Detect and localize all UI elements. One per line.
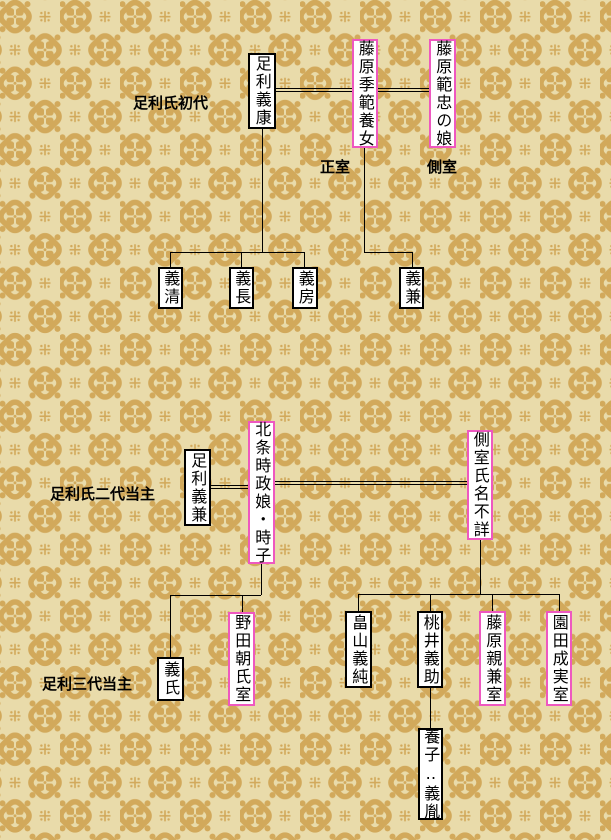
child-stub-yoshifusa	[304, 252, 305, 267]
descent-line-tokiko	[261, 564, 262, 595]
child-stub-fujiwara-chikakane	[492, 594, 493, 611]
generation-label-3: 足利三代当主	[42, 675, 133, 693]
descent-line-wife-primary	[364, 148, 365, 252]
branch-line-yoshikane	[364, 252, 412, 253]
person-box-yoshiuji: 義氏	[157, 657, 184, 701]
person-box-yoshikane-child: 義兼	[399, 267, 424, 309]
sibling-line-gen1	[170, 252, 305, 253]
child-stub-momonoi	[430, 594, 431, 611]
person-box-adopted-yoshitane: 養子‥義胤	[418, 728, 443, 821]
generation-label-1: 足利氏初代	[133, 94, 209, 112]
person-box-sonoda-narizane-wife: 園田成実室	[546, 611, 572, 706]
role-label-secondary-wife: 側室	[427, 158, 458, 176]
child-stub-yoshiuji	[170, 595, 171, 657]
person-box-yoshinaga: 義長	[229, 267, 254, 309]
child-stub-yoshikane	[412, 252, 413, 267]
sibling-line-gen3-left	[170, 595, 261, 596]
person-box-yoshifusa: 義房	[292, 267, 318, 309]
marriage-line-gen1-secondary-bottom	[378, 91, 429, 92]
person-box-hatakeyama-yoshizumi: 畠山義純	[345, 611, 372, 688]
child-stub-noda	[242, 595, 243, 612]
generation-label-2: 足利氏二代当主	[50, 485, 156, 503]
marriage-line-gen1-secondary-top	[378, 88, 429, 89]
person-box-yoshikiyo: 義清	[158, 267, 183, 309]
person-box-ashikaga-yoshiyasu: 足利義康	[248, 53, 276, 129]
child-stub-yoshikiyo	[170, 252, 171, 267]
adoption-line-yoshitane	[430, 688, 431, 728]
person-box-unnamed-consort: 側室氏名不詳	[467, 430, 493, 540]
marriage-line-gen1-primary-top	[276, 88, 352, 89]
marriage-line-gen2-primary-top	[211, 485, 248, 486]
marriage-line-gen1-primary-bottom	[276, 91, 352, 92]
role-label-primary-wife: 正室	[320, 158, 351, 176]
person-box-fujiwara-suenori-daughter: 藤原季範養女	[352, 39, 378, 148]
descent-line-unnamed-consort	[480, 540, 481, 594]
person-box-fujiwara-chikakane-wife: 藤原親兼室	[479, 611, 506, 706]
marriage-line-gen2-primary-bottom	[211, 488, 248, 489]
marriage-line-gen2-secondary-top	[275, 481, 467, 482]
person-box-noda-tomouji-wife: 野田朝氏室	[228, 612, 255, 706]
person-box-fujiwara-noritada-daughter: 藤原範忠の娘	[429, 39, 456, 148]
child-stub-yoshinaga	[241, 252, 242, 267]
sibling-line-gen3-right	[358, 594, 559, 595]
person-box-momonoi-yoshisuke: 桃井義助	[417, 611, 443, 688]
descent-line-yoshiyasu	[262, 129, 263, 252]
person-box-ashikaga-yoshikane: 足利義兼	[184, 449, 211, 526]
child-stub-sonoda	[559, 594, 560, 611]
person-box-hojo-tokiko: 北条時政娘・時子	[248, 421, 275, 565]
child-stub-hatakeyama	[358, 594, 359, 611]
marriage-line-gen2-secondary-bottom	[275, 484, 467, 485]
